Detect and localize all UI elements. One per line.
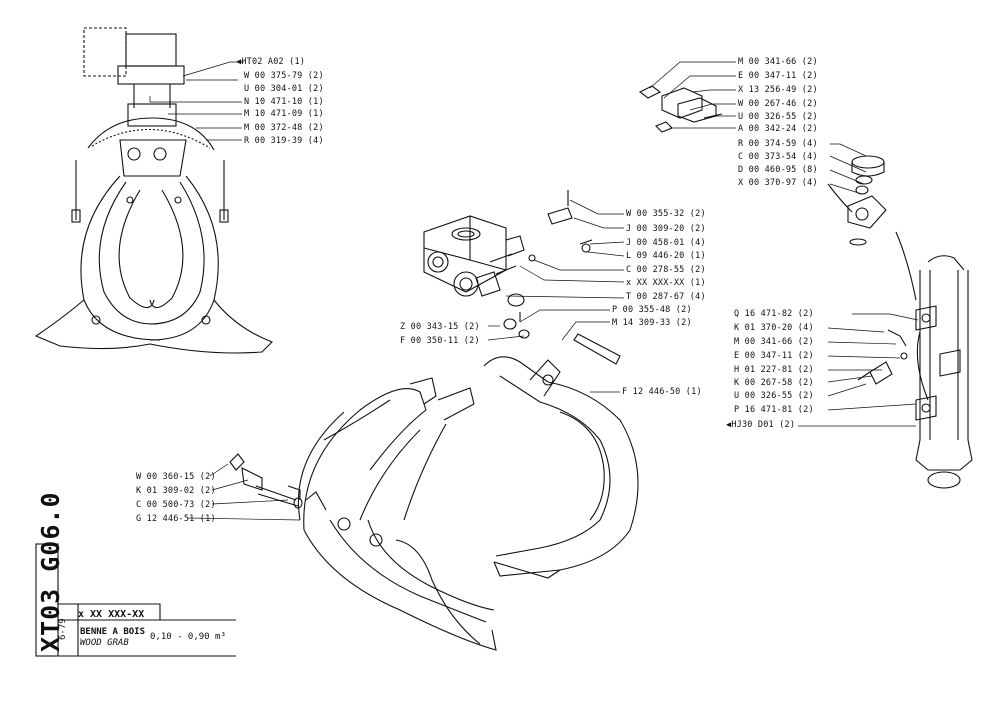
callout-top-right-5: A 00 342-24 (2) xyxy=(738,124,818,134)
title-block-frame xyxy=(35,543,236,657)
callout-marker-icon: ◀ xyxy=(236,57,242,67)
callout-center-left-0: Z 00 343-15 (2) xyxy=(400,322,480,332)
callout-top-left-3: N 10 471-10 (1) xyxy=(244,97,324,107)
callout-right-3: E 00 347-11 (2) xyxy=(734,351,814,361)
callout-center-2: J 00 458-01 (4) xyxy=(626,238,706,248)
callout-bottom-left-1: K 01 309-02 (2) xyxy=(136,486,216,496)
callout-right-1: K 01 370-20 (4) xyxy=(734,323,814,333)
title-name-french: BENNE A BOIS xyxy=(80,627,146,637)
callout-right-6: U 00 326-55 (2) xyxy=(734,391,814,401)
callout-center-9: F 12 446-50 (1) xyxy=(622,387,702,397)
callout-bottom-left-3: G 12 446-51 (1) xyxy=(136,514,216,524)
callout-top-right-6: R 00 374-59 (4) xyxy=(738,139,818,149)
callout-top-left-6: R 00 319-39 (4) xyxy=(244,136,324,146)
callout-center-4: C 00 278-55 (2) xyxy=(626,265,706,275)
callout-top-left-2: U 00 304-01 (2) xyxy=(244,84,324,94)
callout-center-6: T 00 287-67 (4) xyxy=(626,292,706,302)
leader-lines-top-right xyxy=(649,61,867,195)
callout-bottom-left-2: C 00 500-73 (2) xyxy=(136,500,216,510)
callout-center-7: P 00 355-48 (2) xyxy=(612,305,692,315)
callout-right-2: M 00 341-66 (2) xyxy=(734,337,814,347)
callout-center-left-1: F 00 350-11 (2) xyxy=(400,336,480,346)
callout-top-right-7: C 00 373-54 (4) xyxy=(738,152,818,162)
callout-top-right-8: D 00 460-95 (8) xyxy=(738,165,818,175)
callout-right-8: ◀HJ30 D01 (2) xyxy=(726,420,796,430)
callout-center-1: J 00 309-20 (2) xyxy=(626,224,706,234)
callout-center-8: M 14 309-33 (2) xyxy=(612,318,692,328)
callout-right-5: K 00 267-58 (2) xyxy=(734,378,814,388)
callout-bottom-left-0: W 00 360-15 (2) xyxy=(136,472,216,482)
leader-lines-right xyxy=(798,313,919,427)
callout-center-3: L 09 446-20 (1) xyxy=(626,251,706,261)
title-capacity: 0,10 - 0,90 m³ xyxy=(150,632,226,642)
callout-top-right-4: U 00 326-55 (2) xyxy=(738,112,818,122)
right-arm-illustration xyxy=(483,333,639,579)
leader-lines-center xyxy=(487,199,625,393)
pin-parts-bottom-left xyxy=(229,453,303,509)
leader-lines-bottom-left xyxy=(187,463,301,521)
leader-lines-top-left xyxy=(149,61,244,141)
callout-top-left-4: M 10 471-09 (1) xyxy=(244,109,324,119)
title-part-code: x XX XXX-XX xyxy=(78,609,145,620)
callout-right-4: H 01 227-81 (2) xyxy=(734,365,814,375)
callout-right-7: P 16 471-81 (2) xyxy=(734,405,814,415)
title-name-english: WOOD GRAB xyxy=(80,638,129,648)
callout-right-0: Q 16 471-82 (2) xyxy=(734,309,814,319)
callout-marker-icon: ◀ xyxy=(726,420,732,430)
callout-top-right-2: X 13 256-49 (2) xyxy=(738,85,818,95)
callout-top-left-5: M 00 372-48 (2) xyxy=(244,123,324,133)
callout-top-right-0: M 00 341-66 (2) xyxy=(738,57,818,67)
left-arm-illustration xyxy=(297,377,497,651)
assembled-grab-illustration xyxy=(34,27,273,354)
callout-center-5: x XX XXX-XX (1) xyxy=(626,278,706,288)
callout-top-right-9: X 00 370-97 (4) xyxy=(738,178,818,188)
callout-top-right-3: W 00 267-46 (2) xyxy=(738,99,818,109)
rotator-head-illustration xyxy=(423,190,593,339)
callout-top-right-1: E 00 347-11 (2) xyxy=(738,71,818,81)
drawing-date: 6-79 xyxy=(58,618,68,640)
callout-top-left-0: ◀HT02 A02 (1) xyxy=(236,57,306,67)
hydraulic-cylinder-illustration xyxy=(857,231,973,489)
callout-top-left-1: W 00 375-79 (2) xyxy=(244,71,324,81)
callout-center-0: W 00 355-32 (2) xyxy=(626,209,706,219)
